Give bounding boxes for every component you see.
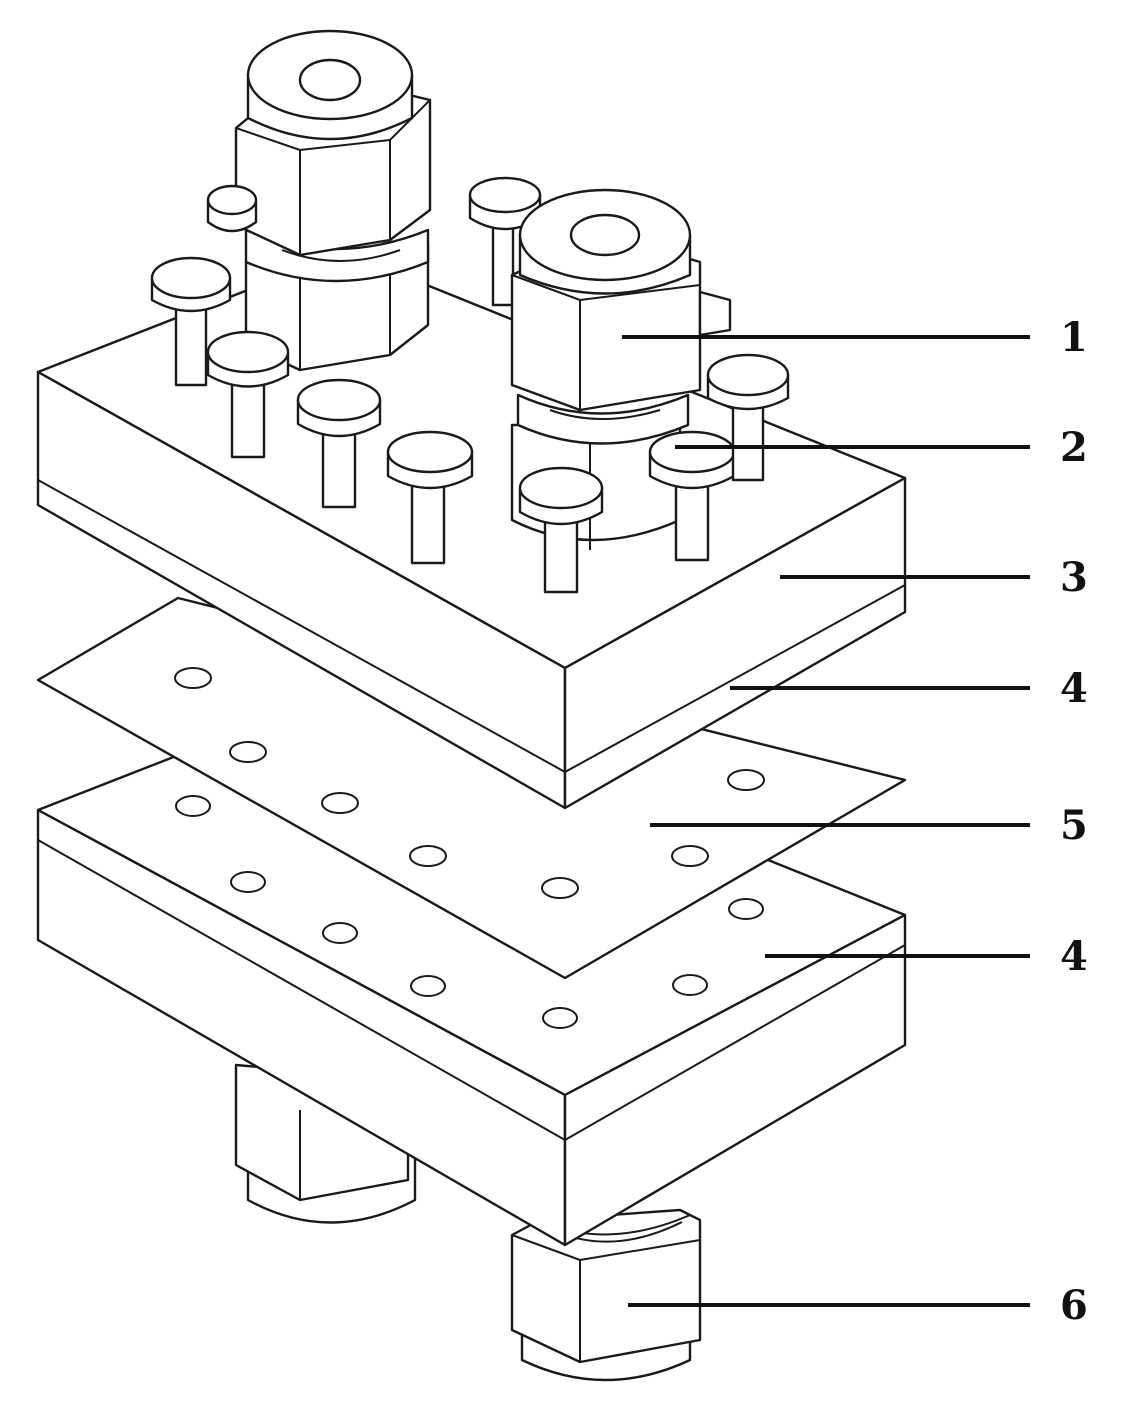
hex-bolt-icon — [150, 256, 232, 387]
bolt-hole-icon — [229, 741, 267, 763]
hex-bolt-icon — [386, 430, 474, 565]
bolt-hole-icon — [672, 974, 708, 996]
bolt-hole-icon — [175, 795, 211, 817]
hex-bolt-icon — [206, 330, 290, 459]
hex-bolt-icon — [706, 353, 790, 482]
hex-bolt-icon — [206, 184, 258, 233]
callout-label-4-lower: 4 — [1060, 933, 1088, 980]
bolt-hole-icon — [174, 667, 212, 689]
top-left-fitting — [234, 29, 432, 372]
front-bolts — [150, 256, 790, 594]
back-bolts — [206, 176, 542, 307]
bolt-hole-icon — [322, 922, 358, 944]
lower-plate-holes — [175, 795, 764, 1029]
callout-label-6: 6 — [1060, 1282, 1088, 1329]
hex-bolt-icon — [518, 466, 604, 594]
callout-label-2: 2 — [1060, 424, 1088, 471]
bolt-hole-icon — [671, 845, 709, 867]
bolt-hole-icon — [230, 871, 266, 893]
bolt-hole-icon — [541, 877, 579, 899]
membrane-sheet — [36, 596, 907, 980]
hex-bolt-icon — [648, 430, 736, 562]
callout-label-4-upper: 4 — [1060, 665, 1088, 712]
callouts: 1 2 3 4 5 4 6 — [622, 314, 1088, 1329]
membrane-holes — [174, 667, 765, 899]
bolt-hole-icon — [727, 769, 765, 791]
bolt-hole-icon — [542, 1007, 578, 1029]
bottom-right-fitting-6 — [510, 1208, 702, 1382]
bolt-hole-icon — [410, 975, 446, 997]
bolt-hole-icon — [409, 845, 447, 867]
callout-label-5: 5 — [1060, 802, 1088, 849]
bolt-hole-icon — [321, 792, 359, 814]
hex-bolt-icon — [468, 176, 542, 307]
callout-label-3: 3 — [1060, 554, 1088, 601]
callout-label-1: 1 — [1060, 314, 1088, 361]
hex-bolt-icon — [296, 378, 382, 509]
bolt-hole-icon — [728, 898, 764, 920]
